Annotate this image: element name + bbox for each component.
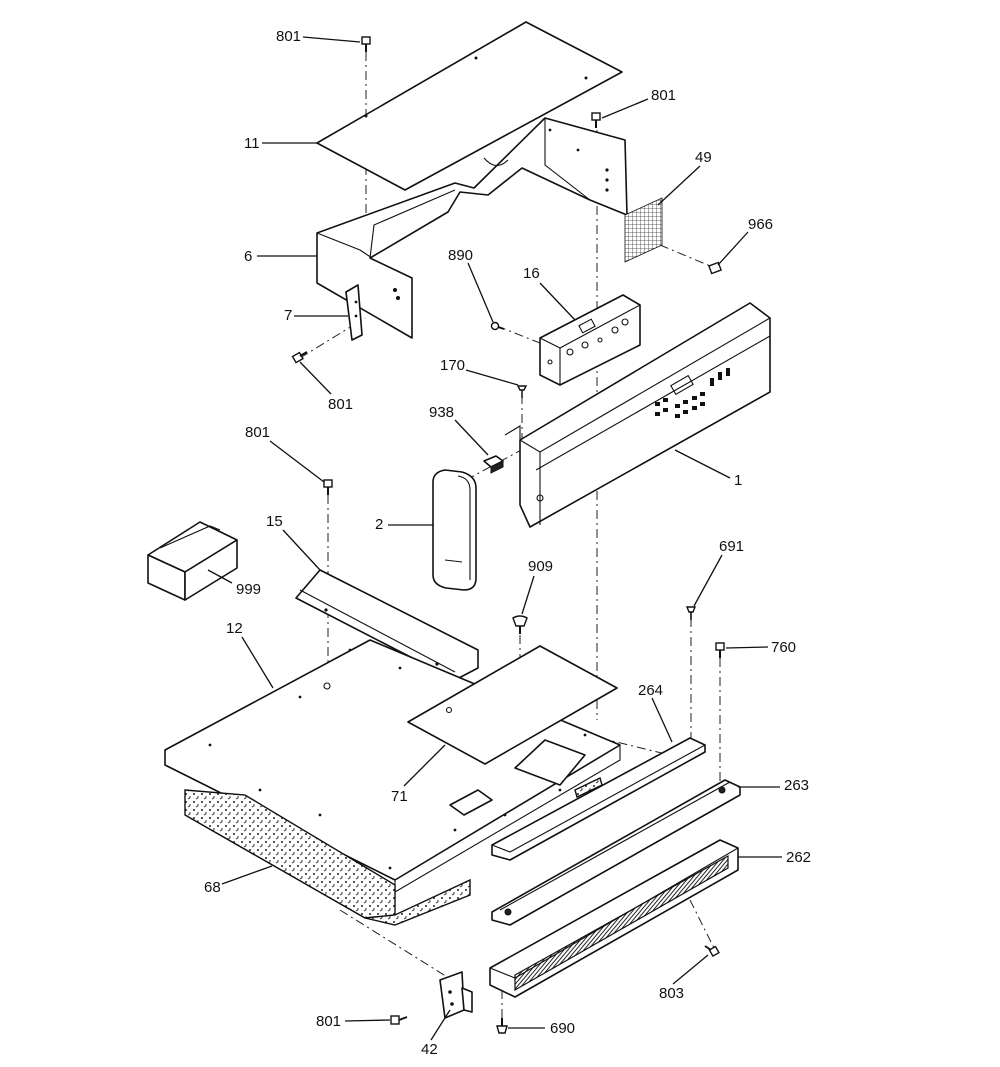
screw-691 bbox=[685, 606, 697, 620]
screw-801-top bbox=[361, 36, 371, 52]
screw-909 bbox=[512, 615, 528, 634]
callout-16: 16 bbox=[523, 265, 540, 282]
callout-11: 11 bbox=[244, 135, 260, 152]
part-42-bracket bbox=[439, 971, 473, 1019]
part-6-back-bracket bbox=[316, 117, 628, 339]
callout-2: 2 bbox=[375, 516, 384, 533]
screw-801-bottom bbox=[390, 1015, 408, 1025]
callout-15: 15 bbox=[266, 513, 283, 530]
callout-966: 966 bbox=[748, 216, 774, 233]
screw-801-mid bbox=[323, 479, 333, 495]
callout-801-bottom: 801 bbox=[316, 1013, 342, 1030]
callout-938: 938 bbox=[429, 404, 455, 421]
part-16-control-board bbox=[539, 294, 641, 386]
callout-7: 7 bbox=[284, 307, 293, 324]
callout-263: 263 bbox=[784, 777, 810, 794]
screws bbox=[291, 36, 725, 1034]
part-264-rail bbox=[491, 737, 706, 861]
callout-801-right: 801 bbox=[651, 87, 677, 104]
callout-1: 1 bbox=[734, 472, 743, 489]
callout-801-mid: 801 bbox=[245, 424, 271, 441]
screw-803 bbox=[704, 945, 720, 958]
screw-690 bbox=[496, 1018, 508, 1034]
callout-170: 170 bbox=[440, 357, 466, 374]
callout-68: 68 bbox=[204, 879, 221, 896]
part-68-front-trim bbox=[184, 789, 471, 926]
callout-803: 803 bbox=[659, 985, 685, 1002]
part-71-plate bbox=[407, 645, 618, 765]
screw-801-left bbox=[291, 351, 308, 364]
callout-890: 890 bbox=[448, 247, 474, 264]
callout-760: 760 bbox=[771, 639, 797, 656]
callout-6: 6 bbox=[244, 248, 253, 265]
callout-71: 71 bbox=[391, 788, 408, 805]
callout-264: 264 bbox=[638, 682, 664, 699]
part-263-strip bbox=[491, 779, 741, 926]
screw-890 bbox=[490, 321, 505, 331]
callout-691: 691 bbox=[719, 538, 745, 555]
part-7-small-bracket bbox=[345, 284, 363, 341]
screw-170 bbox=[516, 385, 528, 398]
callout-999: 999 bbox=[236, 581, 262, 598]
callout-801-left: 801 bbox=[328, 396, 354, 413]
part-1-control-panel bbox=[504, 302, 771, 528]
screw-966 bbox=[708, 261, 722, 275]
callout-12: 12 bbox=[226, 620, 243, 637]
callout-262: 262 bbox=[786, 849, 812, 866]
part-11-top-cover bbox=[316, 21, 623, 191]
callout-690: 690 bbox=[550, 1020, 576, 1037]
screw-760 bbox=[715, 642, 725, 658]
callout-49: 49 bbox=[695, 149, 712, 166]
part-262-vent-panel bbox=[489, 839, 739, 998]
callout-801-top: 801 bbox=[276, 28, 302, 45]
part-49-grille bbox=[624, 197, 663, 263]
callout-909: 909 bbox=[528, 558, 554, 575]
part-999-box bbox=[147, 521, 238, 601]
screw-801-right bbox=[591, 112, 601, 128]
part-938-clip bbox=[483, 455, 504, 474]
part-2-end-cap bbox=[432, 469, 477, 591]
leader-lines bbox=[207, 36, 782, 1041]
callout-42: 42 bbox=[421, 1041, 438, 1058]
